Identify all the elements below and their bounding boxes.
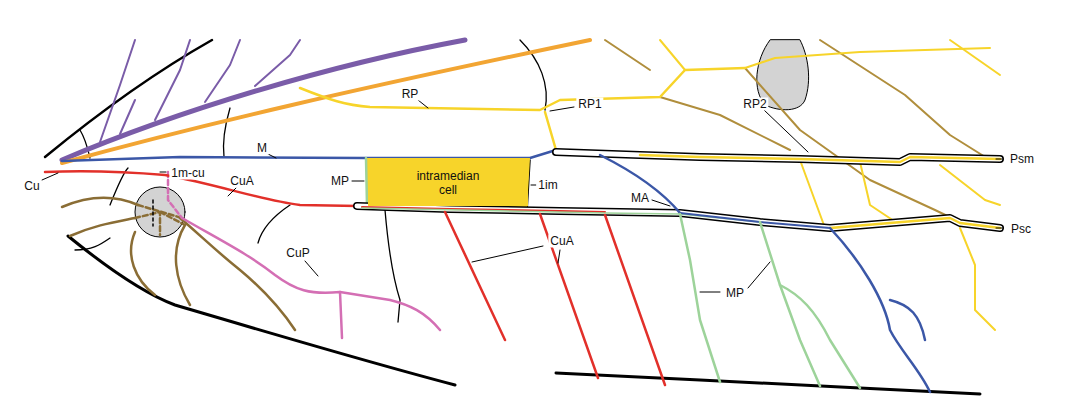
vein-label: MP: [329, 175, 351, 188]
vein-label: CuP: [284, 247, 311, 260]
vein-label: RP2: [741, 98, 768, 111]
yellow-veins: [660, 40, 1000, 330]
cell-fill: [366, 158, 530, 210]
vein-label: CuA: [548, 235, 575, 248]
vein-label: Cu: [22, 180, 41, 193]
radius-vein: [62, 40, 590, 163]
vein-label: MP: [724, 287, 746, 300]
mp-branches: [680, 214, 860, 388]
cell-name: intramedian cell: [408, 169, 488, 197]
leader-lines: [42, 100, 1003, 292]
vein-label: 1m-cu: [169, 167, 206, 180]
ma-branch: [890, 300, 925, 340]
vein-label: 1im: [536, 179, 559, 192]
wing-margins: [45, 40, 980, 394]
costal-veins: [62, 40, 465, 160]
vein-label: Psc: [1009, 223, 1033, 236]
vein-label: Psm: [1008, 153, 1036, 166]
psc-vein: [357, 206, 1000, 228]
vein-label: M: [255, 142, 269, 155]
ma-vein: [600, 155, 680, 213]
psm-vein: [556, 152, 1000, 162]
vein-label: RP: [400, 88, 421, 101]
vein-label: CuA: [228, 175, 255, 188]
basal-dash: [152, 200, 154, 226]
cua-branches: [445, 212, 665, 385]
vein-label: RP1: [576, 98, 603, 111]
mp-base: [366, 158, 367, 206]
rp-vein: [300, 68, 745, 110]
vein-label: MA: [629, 192, 651, 205]
rp1-vein: [545, 112, 556, 150]
cell-region: intramedian cell: [368, 160, 528, 206]
ma-branch: [830, 228, 930, 392]
